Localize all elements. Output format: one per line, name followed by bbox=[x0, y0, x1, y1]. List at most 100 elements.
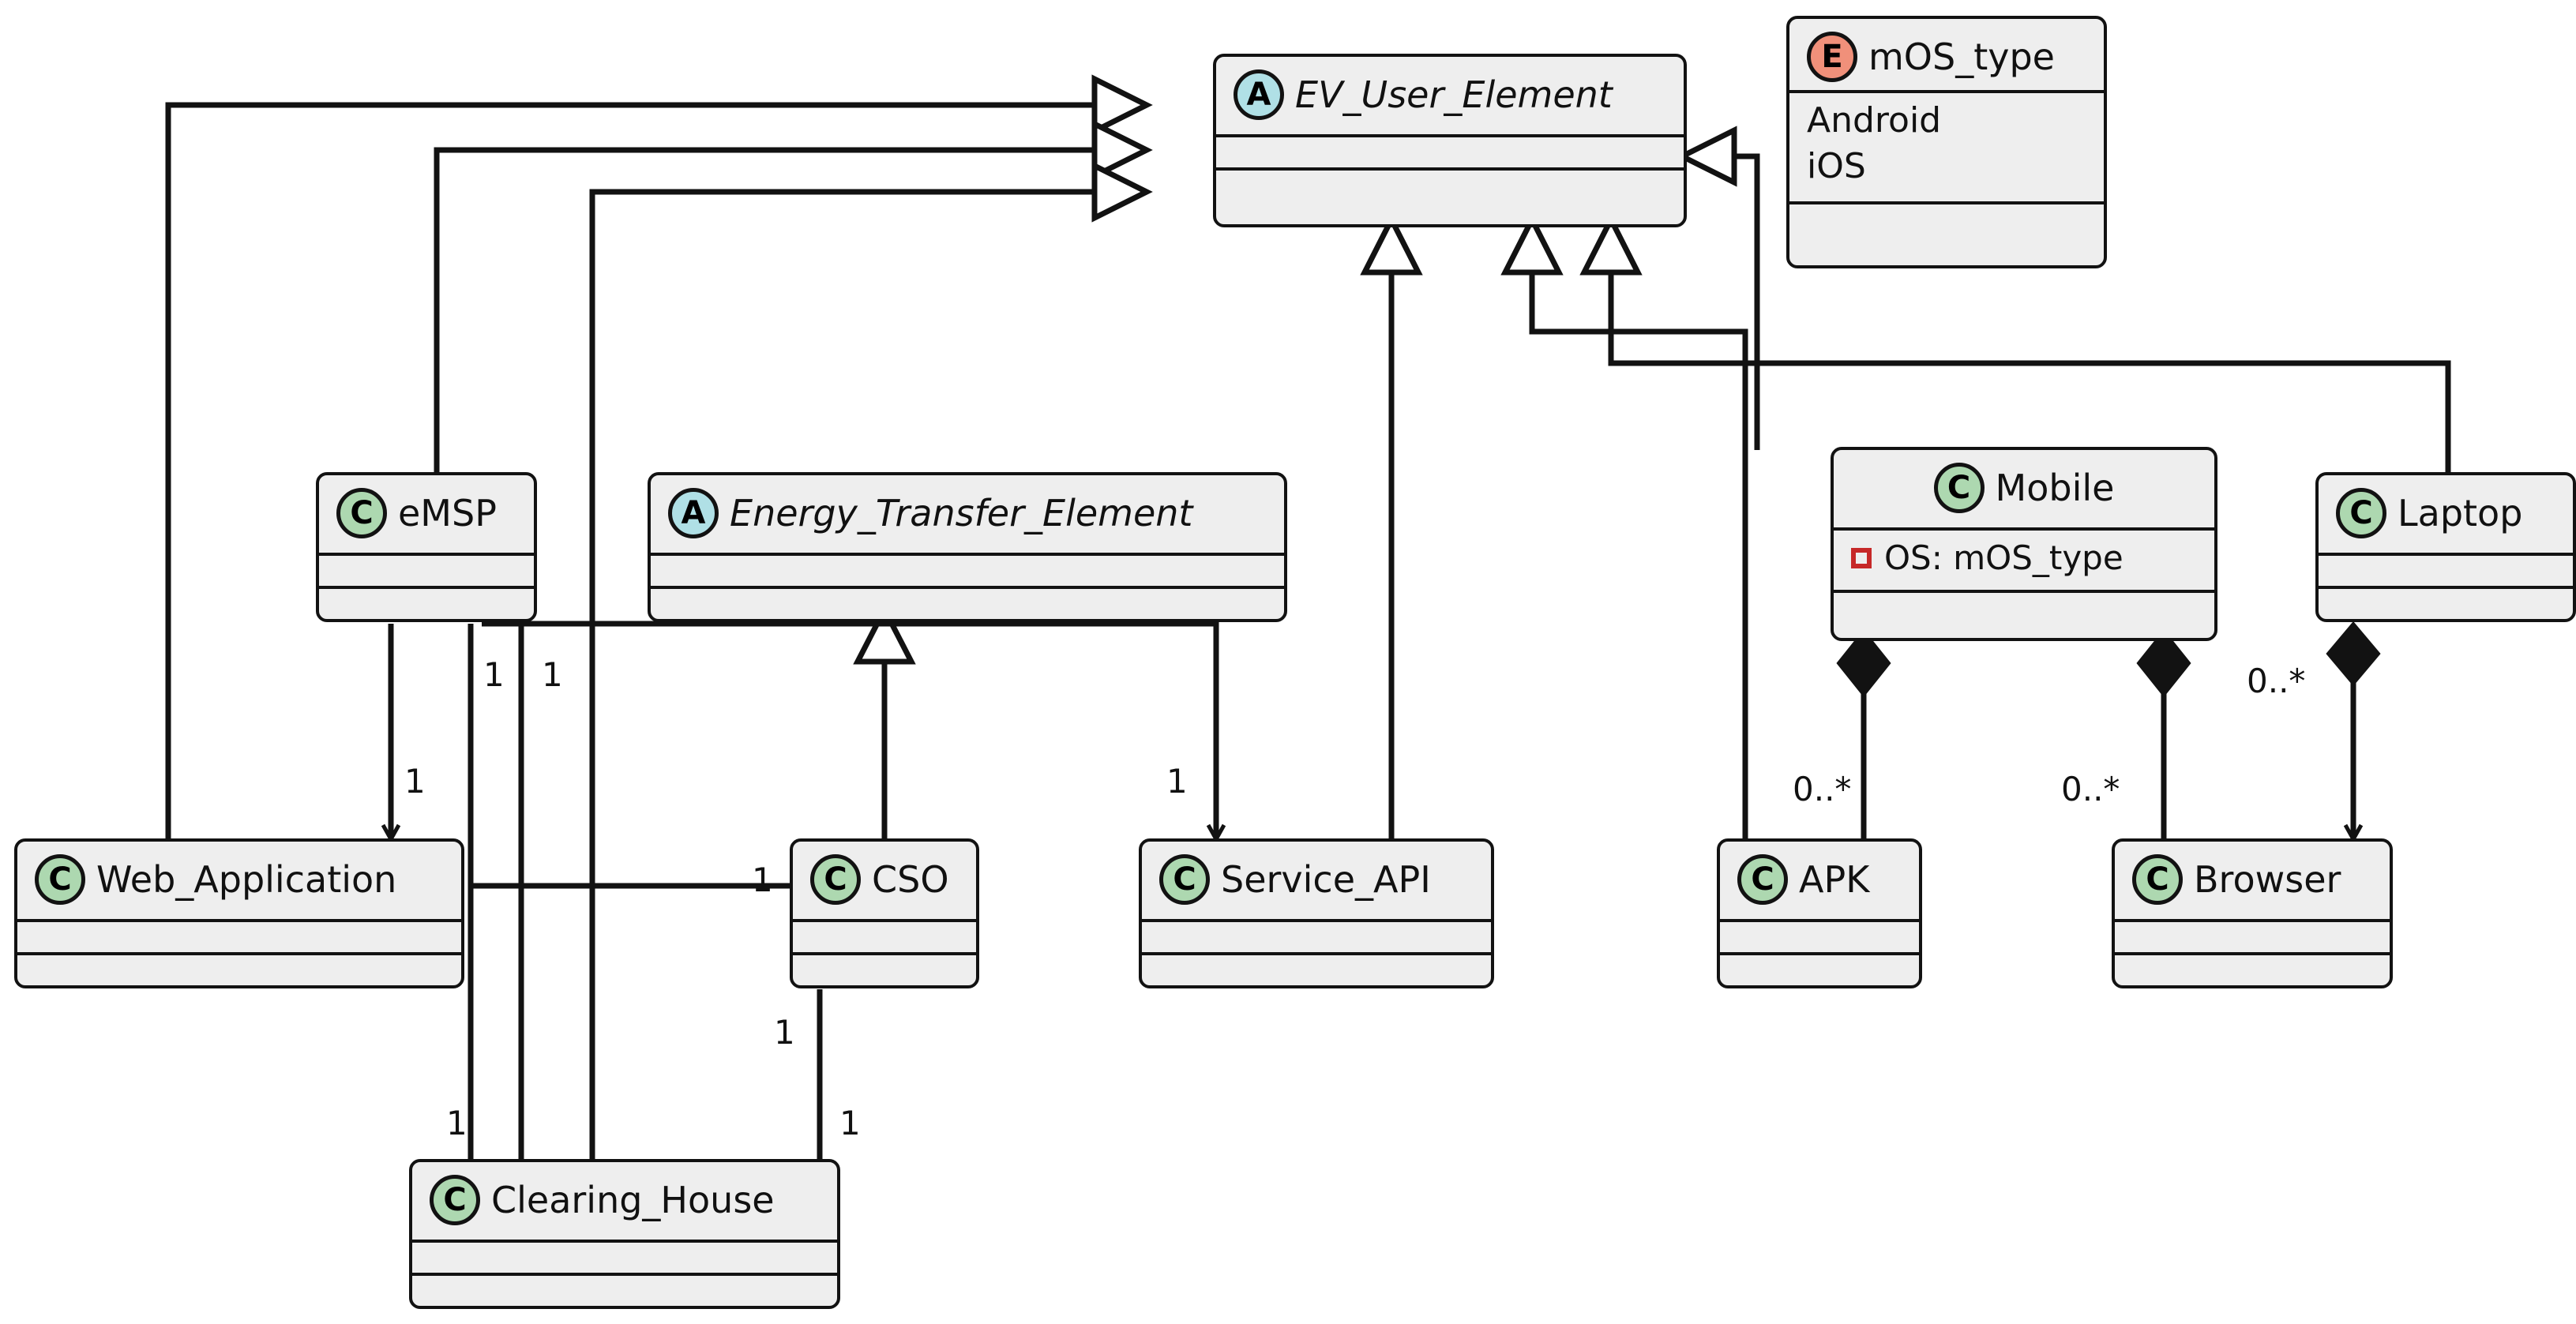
compartment-divider bbox=[1142, 952, 1491, 955]
mult-clearing-left: 1 bbox=[446, 1104, 468, 1142]
compartment-divider bbox=[1216, 167, 1684, 171]
compartment-divider bbox=[319, 586, 534, 589]
mult-emsp-clearing-a: 1 bbox=[483, 655, 505, 694]
class-box-cso[interactable]: C CSO bbox=[790, 838, 979, 988]
class-box-laptop[interactable]: C Laptop bbox=[2315, 472, 2576, 622]
enum-icon: E bbox=[1807, 32, 1857, 82]
edge-gen-clearing-ev bbox=[589, 189, 1147, 1161]
mult-mobile-apk: 0..* bbox=[1793, 770, 1852, 808]
class-title: Service_API bbox=[1221, 858, 1431, 901]
class-title: eMSP bbox=[398, 492, 497, 534]
class-box-apk[interactable]: C APK bbox=[1717, 838, 1922, 988]
class-header: C Clearing_House bbox=[412, 1162, 837, 1240]
enum-literal: iOS bbox=[1807, 145, 1866, 186]
composition-diamond-mobile-browser bbox=[2136, 628, 2191, 698]
methods-compartment bbox=[2115, 955, 2390, 985]
class-box-web-application[interactable]: C Web_Application bbox=[14, 838, 464, 988]
compartment-divider bbox=[2115, 919, 2390, 922]
mult-mobile-browser: 0..* bbox=[2061, 770, 2120, 808]
methods-compartment bbox=[17, 955, 461, 985]
class-box-clearing-house[interactable]: C Clearing_House bbox=[409, 1159, 840, 1309]
compartment-divider bbox=[17, 919, 461, 922]
attribute-row: OS: mOS_type bbox=[1851, 535, 2197, 585]
compartment-divider bbox=[1720, 919, 1919, 922]
class-header: C Web_Application bbox=[17, 842, 461, 919]
enum-methods-compartment bbox=[1789, 204, 2104, 234]
class-icon: C bbox=[810, 854, 861, 905]
abstract-class-icon: A bbox=[668, 488, 719, 538]
abstract-class-icon: A bbox=[1234, 69, 1284, 120]
compartment-divider bbox=[793, 952, 976, 955]
methods-compartment bbox=[1720, 955, 1919, 985]
attributes-compartment bbox=[793, 922, 976, 952]
compartment-divider bbox=[2319, 553, 2573, 556]
methods-compartment bbox=[1834, 593, 2214, 623]
class-icon: C bbox=[2132, 854, 2183, 905]
class-box-mos-type[interactable]: E mOS_type Android iOS bbox=[1786, 16, 2107, 268]
class-header: A Energy_Transfer_Element bbox=[651, 475, 1284, 553]
class-title: Browser bbox=[2194, 858, 2341, 901]
gen-triangle-left-1 bbox=[1091, 74, 1153, 136]
enum-literals-compartment: Android iOS bbox=[1789, 93, 2104, 193]
class-box-mobile[interactable]: C Mobile OS: mOS_type bbox=[1831, 447, 2217, 641]
attributes-compartment bbox=[319, 556, 534, 586]
enum-header: E mOS_type bbox=[1789, 19, 2104, 90]
class-icon: C bbox=[1159, 854, 1210, 905]
methods-compartment bbox=[1216, 171, 1684, 201]
composition-diamond-laptop-browser bbox=[2326, 621, 2381, 687]
mult-emsp-webapp: 1 bbox=[404, 762, 426, 801]
mult-laptop-browser: 0..* bbox=[2247, 662, 2306, 700]
compartment-divider bbox=[1720, 952, 1919, 955]
edge-gen-laptop-ev bbox=[1608, 272, 2451, 474]
gen-triangle-left-3 bbox=[1091, 161, 1153, 223]
methods-compartment bbox=[651, 589, 1284, 619]
attributes-compartment bbox=[2115, 922, 2390, 952]
class-header: C Mobile bbox=[1834, 450, 2214, 527]
class-header: C Service_API bbox=[1142, 842, 1491, 919]
gen-triangle-bottom-3 bbox=[1579, 213, 1643, 276]
compartment-divider bbox=[793, 919, 976, 922]
methods-compartment bbox=[1142, 955, 1491, 985]
class-box-energy-transfer-element[interactable]: A Energy_Transfer_Element bbox=[648, 472, 1287, 622]
attributes-compartment bbox=[651, 556, 1284, 586]
class-icon: C bbox=[1737, 854, 1788, 905]
compartment-divider bbox=[17, 952, 461, 955]
enum-literal: Android bbox=[1807, 100, 1942, 141]
mult-emsp-clearing-b: 1 bbox=[542, 655, 563, 694]
class-header: C Laptop bbox=[2319, 475, 2573, 553]
compartment-divider bbox=[651, 586, 1284, 589]
attributes-compartment bbox=[1720, 922, 1919, 952]
edge-assoc-emsp-serviceapi bbox=[482, 621, 1216, 838]
compartment-divider bbox=[651, 553, 1284, 556]
mult-clearing-cso: 1 bbox=[839, 1104, 861, 1142]
gen-triangle-bottom-2 bbox=[1500, 213, 1564, 276]
class-title: CSO bbox=[872, 858, 949, 901]
class-box-browser[interactable]: C Browser bbox=[2112, 838, 2393, 988]
attributes-compartment bbox=[412, 1243, 837, 1273]
compartment-divider bbox=[319, 553, 534, 556]
class-header: A EV_User_Element bbox=[1216, 57, 1684, 134]
class-box-ev-user-element[interactable]: A EV_User_Element bbox=[1213, 54, 1687, 227]
compartment-divider bbox=[2115, 952, 2390, 955]
gen-triangle-right-1 bbox=[1676, 126, 1737, 187]
class-icon: C bbox=[1933, 463, 1985, 513]
attributes-compartment bbox=[1216, 137, 1684, 167]
compartment-divider bbox=[1216, 134, 1684, 137]
compartment-divider bbox=[412, 1240, 837, 1243]
attributes-compartment bbox=[1142, 922, 1491, 952]
private-square-icon bbox=[1851, 547, 1872, 568]
class-title: Mobile bbox=[1995, 467, 2115, 509]
mult-emsp-serviceapi: 1 bbox=[1166, 762, 1188, 801]
compartment-divider bbox=[1834, 590, 2214, 593]
class-box-service-api[interactable]: C Service_API bbox=[1139, 838, 1494, 988]
enum-title: mOS_type bbox=[1868, 36, 2055, 78]
edge-gen-mobile-ev bbox=[1734, 153, 1760, 450]
attributes-compartment: OS: mOS_type bbox=[1834, 531, 2214, 590]
gen-triangle-left-2 bbox=[1091, 119, 1153, 181]
class-box-emsp[interactable]: C eMSP bbox=[316, 472, 537, 622]
mult-cso-clearing: 1 bbox=[774, 1013, 795, 1052]
attributes-compartment bbox=[17, 922, 461, 952]
compartment-divider bbox=[1789, 201, 2104, 205]
mult-cso-emsp: 1 bbox=[752, 861, 773, 899]
